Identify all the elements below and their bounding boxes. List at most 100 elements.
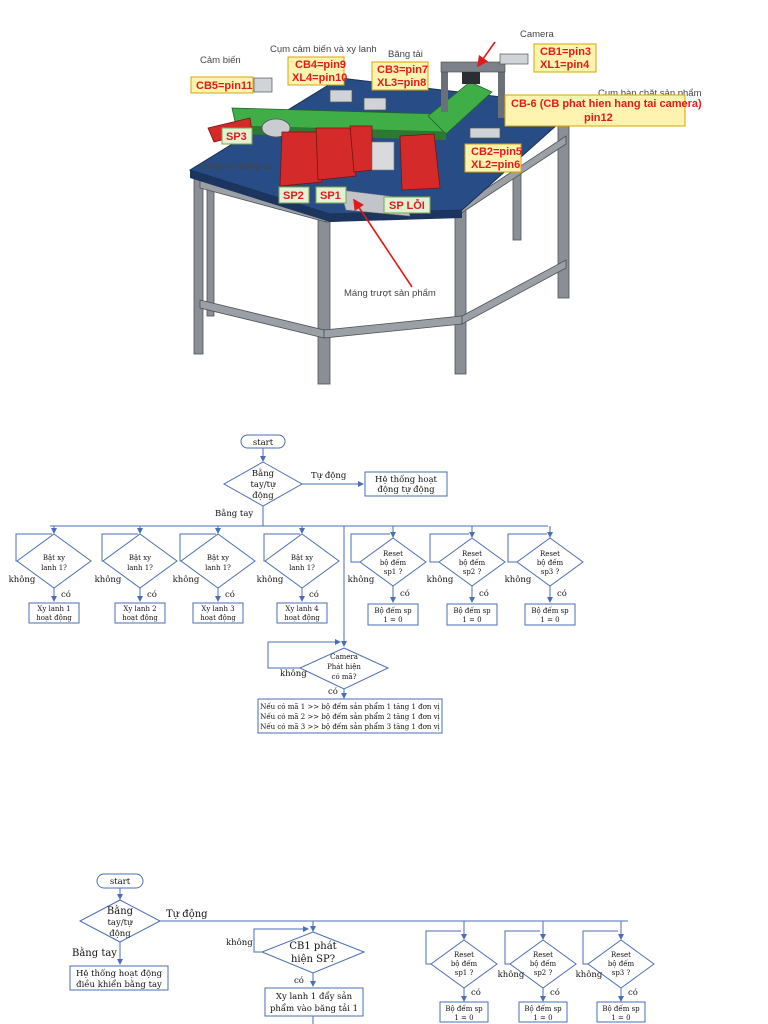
f1-reset-box-2-l1: Bộ đếm sp xyxy=(453,606,491,615)
f1-reset-box-3 xyxy=(524,603,576,626)
f1-start-label: start xyxy=(253,438,274,448)
f1-cyl-box-4-l1: Xy lanh 4 xyxy=(285,605,319,613)
f2-tu-dong: Tự động xyxy=(166,909,208,920)
f1-reset-q-2-l1: Reset xyxy=(462,550,482,558)
f2-cb1-l1: CB1 phát xyxy=(289,941,336,952)
f1-cyl-co-4: có xyxy=(309,589,319,600)
f1-result-l1: Nếu có mã 1 >> bộ đếm sản phẩm 1 tăng 1 … xyxy=(260,702,440,711)
pin-xl4: XL4=pin10 xyxy=(292,72,347,84)
f1-reset-q-1-l2: bộ đếm xyxy=(380,558,407,567)
f1-auto-l1: Hệ thống hoạt xyxy=(375,474,438,485)
f1-cyl-co-3: có xyxy=(225,589,235,600)
pin-cb5: CB5=pin11 xyxy=(196,80,253,92)
pin-cb4: CB4=pin9 xyxy=(295,59,346,71)
pin-cb2: CB2=pin5 xyxy=(471,146,522,158)
f1-cyl-q-2-l2: lanh 1? xyxy=(127,564,153,572)
f1-result-box xyxy=(257,698,443,734)
f1-cyl-box-2-l2: hoạt động xyxy=(122,614,158,622)
pin-sp1: SP1 xyxy=(320,190,341,202)
f2-reset-q-3-l1: Reset xyxy=(611,951,631,959)
f1-cyl-q-1-l1: Bật xy xyxy=(43,554,65,562)
f1-cam-l1: Camera xyxy=(330,653,358,661)
f1-reset-box-3-l1: Bộ đếm sp xyxy=(531,606,569,615)
f1-reset-box-2 xyxy=(446,603,498,626)
label-dong-co: Động cơ băng tải xyxy=(200,161,273,172)
f1-cyl-box-2 xyxy=(114,602,166,624)
f2-mode-l3: động xyxy=(109,928,131,939)
pin-cb6: CB-6 (CB phat hien hang tai camera) xyxy=(511,98,702,110)
flowchart-auto-mode: start Bằng tay/tự động Tự động Bằng tay … xyxy=(69,873,628,1024)
f2-reset-box-2 xyxy=(518,1001,568,1023)
pin-box-cb4 xyxy=(287,56,345,86)
f1-tu-dong: Tự động xyxy=(311,470,347,481)
f2-reset-box-2-l1: Bộ đếm sp xyxy=(524,1004,562,1013)
f1-reset-q-3-l3: sp3 ? xyxy=(541,568,560,576)
f1-reset-khong-1: không xyxy=(348,574,375,585)
pin-box-sploi xyxy=(383,196,431,214)
pin-cb3: CB3=pin7 xyxy=(377,64,428,76)
f1-cam-co: có xyxy=(328,686,338,697)
f1-cyl-khong-2: không xyxy=(95,574,122,585)
pin-box-sp3 xyxy=(221,127,253,145)
f1-cylinder-branches: Bật xy lanh 1? không có Xy lanh 1 hoạt động Bậ… xyxy=(9,526,340,624)
f2-reset-q-3-l3: sp3 ? xyxy=(612,969,631,977)
f1-reset-q-3-l2: bộ đếm xyxy=(537,558,564,567)
pin-xl3: XL3=pin8 xyxy=(377,77,426,89)
f1-cam-l3: có mã? xyxy=(332,673,357,681)
f2-manual-l2: điều khiển bằng tay xyxy=(76,978,162,990)
f1-cam-l2: Phát hiện xyxy=(327,663,361,671)
f2-reset-box-1 xyxy=(439,1001,489,1023)
f1-mode-l2: tay/tự xyxy=(250,480,276,490)
f1-reset-co-2: có xyxy=(479,588,489,599)
f1-cyl-box-3 xyxy=(192,602,244,624)
f2-reset-box-1-l1: Bộ đếm sp xyxy=(445,1004,483,1013)
f1-cyl-q-1-l2: lanh 1? xyxy=(41,564,67,572)
pin-box-sp2 xyxy=(278,186,310,204)
f1-result-l2: Nếu có mã 2 >> bộ đếm sản phẩm 2 tăng 1 … xyxy=(260,712,440,721)
f1-cyl-khong-4: không xyxy=(257,574,284,585)
pin-sp3: SP3 xyxy=(226,131,247,143)
f1-cyl-box-1-l1: Xy lanh 1 xyxy=(37,605,70,613)
flowchart-manual-mode: start Bằng tay/tự động Tự động Hệ thống … xyxy=(50,434,548,527)
f1-reset-box-1 xyxy=(367,603,419,626)
f1-cyl-co-2: có xyxy=(147,589,157,600)
f2-cb1-khong: không xyxy=(226,937,253,948)
f1-cyl-box-3-l1: Xy lanh 3 xyxy=(201,605,234,613)
f1-cyl-box-3-l2: hoạt động xyxy=(200,614,236,622)
f1-reset-khong-3: không xyxy=(505,574,532,585)
f1-mode-l3: động xyxy=(252,490,274,501)
f1-auto-box xyxy=(364,471,448,497)
f2-cb1-box xyxy=(264,987,364,1017)
f2-cb1-decision xyxy=(260,931,366,974)
f1-reset-q-3-l1: Reset xyxy=(540,550,560,558)
pin-sp2: SP2 xyxy=(283,190,304,202)
f2-cb1-l2: hiện SP? xyxy=(291,954,335,965)
f1-auto-l2: động tự động xyxy=(377,484,435,495)
f1-cyl-box-2-l1: Xy lanh 2 xyxy=(123,605,156,613)
f1-reset-box-1-l1: Bộ đếm sp xyxy=(374,606,412,615)
f2-start-label: start xyxy=(110,877,131,887)
f2-reset-q-2-l1: Reset xyxy=(533,951,553,959)
pin-labels: CB5=pin11 CB4=pin9 XL4=pin10 CB3=pin7 XL… xyxy=(190,43,702,214)
f1-cyl-q-4-l1: Bật xy xyxy=(291,554,313,562)
pin-box-cb3 xyxy=(371,61,429,91)
f1-reset-khong-2: không xyxy=(427,574,454,585)
f2-reset-box-3-l1: Bộ đếm sp xyxy=(602,1004,640,1013)
f1-cyl-box-4-l2: hoạt động xyxy=(284,614,320,622)
pin-cb1: CB1=pin3 xyxy=(540,46,591,58)
f1-cyl-q-4-l2: lanh 1? xyxy=(289,564,315,572)
f2-reset-q-1-l3: sp1 ? xyxy=(455,969,474,977)
f1-reset-box-3-l2: 1 = 0 xyxy=(540,616,559,624)
f2-reset-co-1: có xyxy=(471,987,481,998)
f1-cyl-q-2-l1: Bật xy xyxy=(129,554,151,562)
f1-reset-co-3: có xyxy=(557,588,567,599)
label-cam-bien: Cảm biến xyxy=(200,55,241,66)
f1-camera-branch: Camera Phát hiện có mã? không có Nếu có … xyxy=(257,526,443,734)
f1-cyl-box-1 xyxy=(28,602,80,624)
pin-box-cb2 xyxy=(464,143,522,173)
label-cum-cam-bien: Cụm cảm biến và xy lanh xyxy=(270,44,377,55)
f1-reset-q-2-l2: bộ đếm xyxy=(459,558,486,567)
f2-reset-co-2: có xyxy=(550,987,560,998)
